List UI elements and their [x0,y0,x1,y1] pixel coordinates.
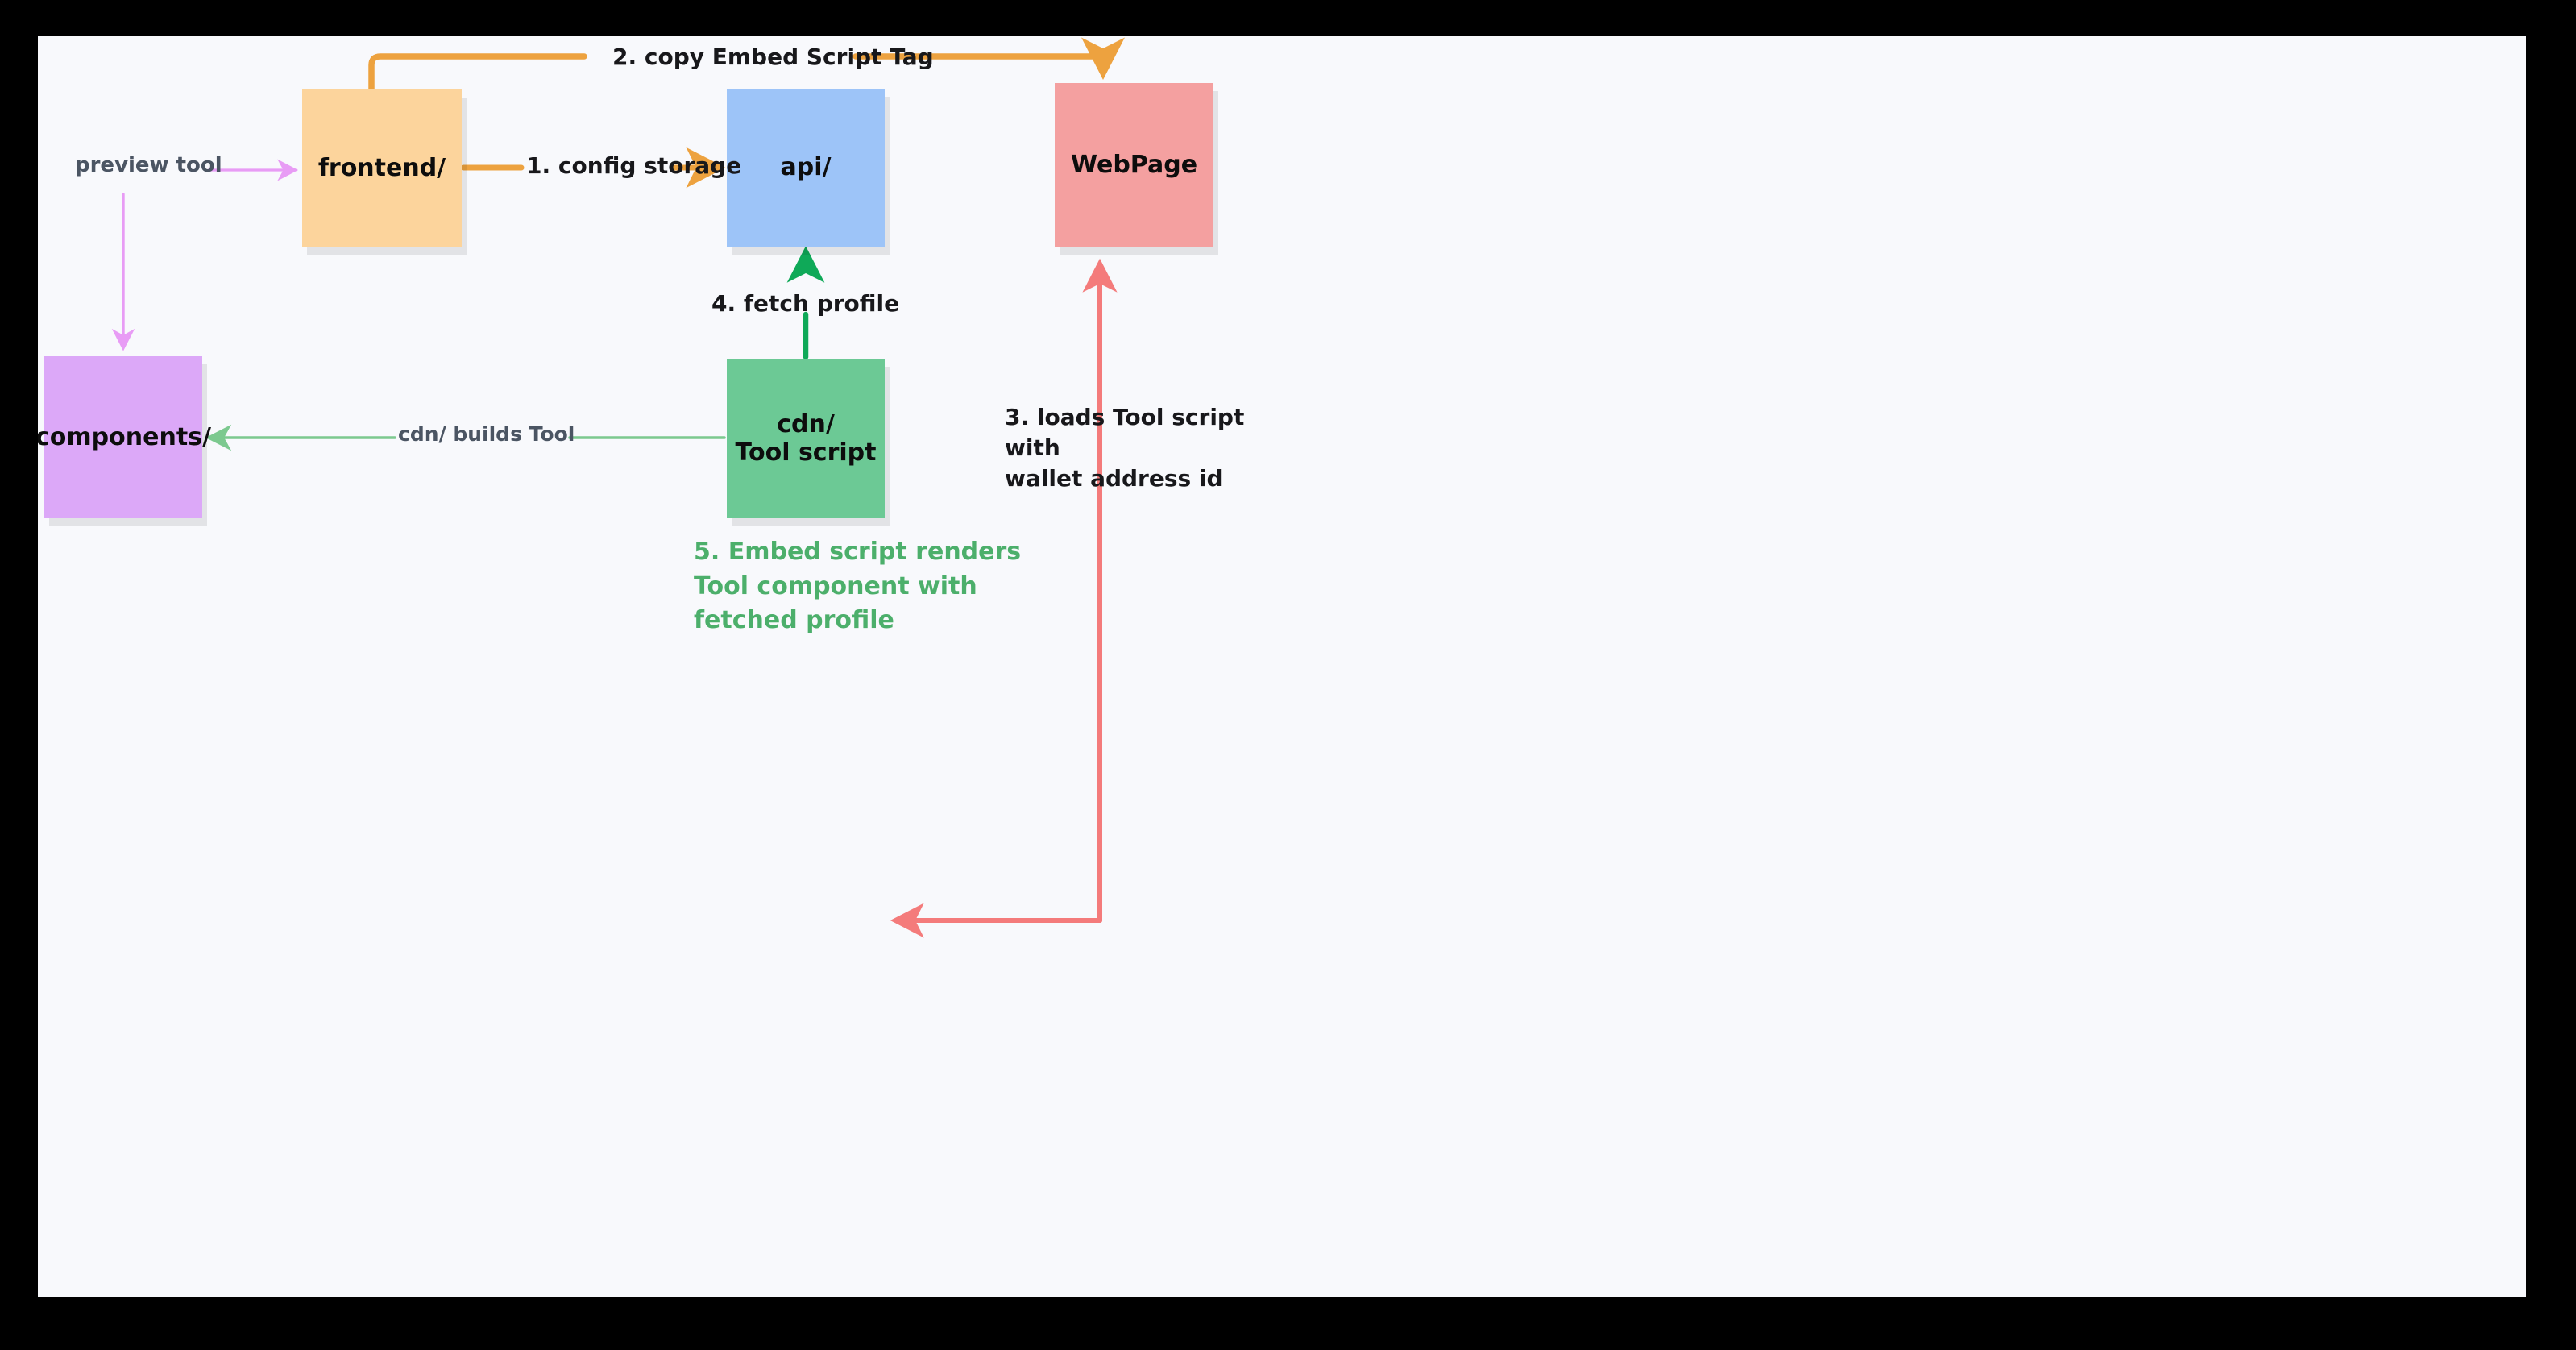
node-frontend[interactable]: frontend/ [302,89,462,247]
node-api[interactable]: api/ [727,89,885,247]
edge-label-config-storage: 1. config storage [526,152,742,179]
edge-label-loads-tool: 3. loads Tool script with wallet address… [1005,404,1245,492]
edge-label-preview-tool: preview tool [75,153,222,177]
node-webpage[interactable]: WebPage [1055,83,1213,247]
edge-label-copy-embed: 2. copy Embed Script Tag [612,44,934,70]
note-embed-renders: 5. Embed script renders Tool component w… [694,538,1022,635]
node-cdn[interactable]: cdn/ Tool script [727,359,885,518]
diagram-canvas: frontend/ api/ WebPage components/ cdn/ … [38,36,2526,1297]
edge-label-cdn-builds: cdn/ builds Tool [398,422,575,446]
diagram-connectors [111,37,1125,938]
connector-copy-embed [368,37,1125,93]
edge-label-fetch-profile: 4. fetch profile [711,290,900,317]
node-components[interactable]: components/ [38,356,211,518]
connector-loads-tool [890,258,1118,938]
